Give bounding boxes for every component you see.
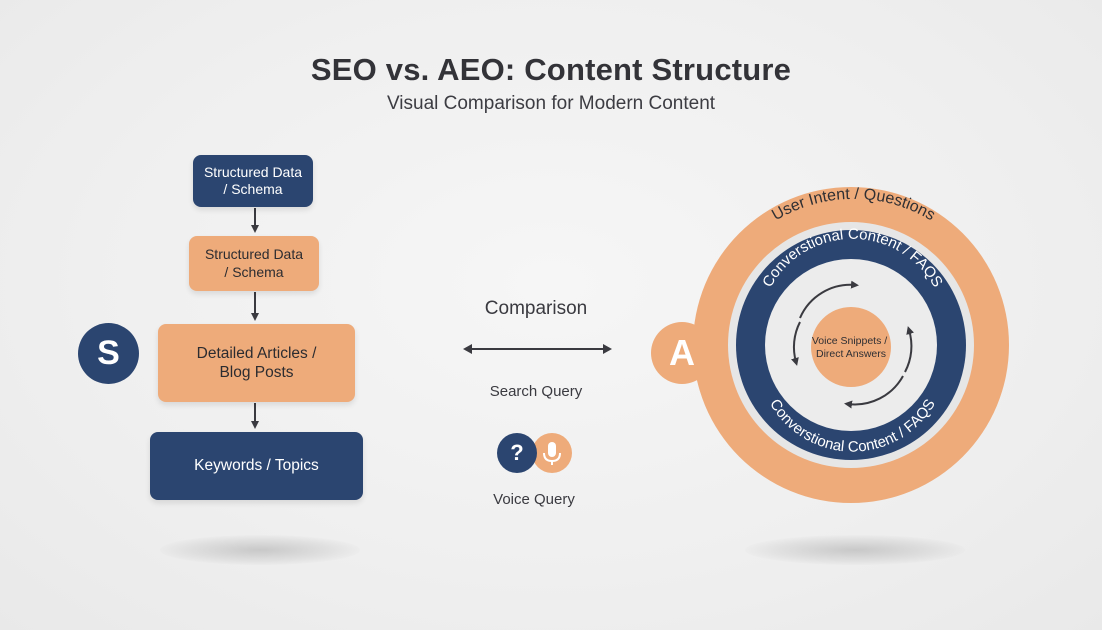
cycle-arrow-left [791,321,801,366]
voice-query-label: Voice Query [493,491,575,508]
aeo-ground-shadow [745,535,965,565]
cycle-arrow-bottom [844,375,904,409]
aeo-center-circle [811,307,891,387]
page-subtitle: Visual Comparison for Modern Content [386,93,716,114]
aeo-badge: A [651,322,713,384]
seo-box-structured-data: Structured Data / Schema [189,236,319,291]
aeo-center-label: Voice Snippets / Direct Answers [812,335,890,360]
microphone-icon [532,433,572,473]
seo-box-keywords: Keywords / Topics [150,432,363,500]
comparison-label: Comparison [484,298,588,319]
cycle-arrow-right [904,326,914,373]
seo-box-structured-data-top: Structured Data / Schema [193,155,313,207]
question-icon: ? [497,433,537,473]
search-query-label: Search Query [489,383,583,400]
seo-badge: S [78,323,139,384]
seo-ground-shadow [160,535,360,565]
cycle-arrow-top [799,280,859,319]
seo-box-detailed-articles: Detailed Articles / Blog Posts [158,324,355,402]
page-title: SEO vs. AEO: Content Structure [310,52,792,87]
